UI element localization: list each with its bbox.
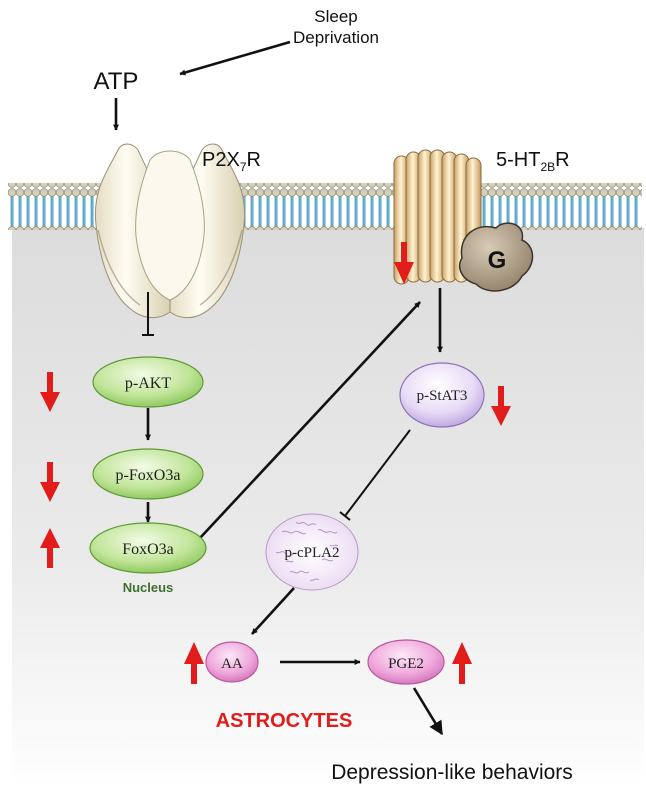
arrow-pcpla2-to-aa	[251, 587, 295, 635]
node-foxo3a: FoxO3a	[89, 522, 207, 574]
node-pcpla2: p-cPLA2	[265, 513, 359, 591]
node-pcpla2-label: p-cPLA2	[285, 545, 340, 561]
up-arrow-foxo3a	[40, 528, 60, 568]
arrow-pge2-to-behavior	[412, 687, 444, 736]
node-pge2-label: PGE2	[388, 656, 424, 672]
down-arrow-ht2br	[394, 242, 414, 284]
node-pakt-label: p-AKT	[125, 375, 171, 392]
node-aa-label: AA	[221, 656, 243, 672]
node-pge2: PGE2	[367, 639, 445, 685]
g-protein: G	[458, 222, 534, 292]
p2x7r-channel	[94, 143, 246, 319]
ht2br-receptor	[393, 149, 482, 285]
ht2br-label-suffix: R	[555, 149, 569, 171]
p2x7r-label-subscript: 7	[240, 160, 247, 174]
node-pfoxo3a-label: p-FoxO3a	[116, 467, 181, 484]
ht2br-label-prefix: 5-HT	[496, 149, 540, 171]
node-pstat3-label: p-StAT3	[417, 388, 468, 404]
p2x7r-label-prefix: P2X	[202, 149, 240, 171]
ht2br-label-subscript: 2B	[540, 160, 555, 174]
atp-label: ATP	[94, 68, 139, 95]
nucleus-label: Nucleus	[123, 580, 174, 595]
p2x7r-label: P2X7R	[202, 149, 261, 174]
outcome-label: Depression-like behaviors	[331, 761, 573, 784]
up-arrow-aa	[184, 642, 204, 684]
inhibit-p2x7r-to-pakt	[142, 292, 154, 336]
cytoplasm-region	[12, 228, 644, 791]
arrow-foxo3a-to-ht2br	[199, 301, 421, 539]
inhibit-pstat3-to-pcpla2	[339, 429, 411, 521]
astrocytes-label: ASTROCYTES	[216, 710, 353, 732]
node-pstat3: p-StAT3	[399, 362, 485, 428]
p2x7r-label-suffix: R	[247, 149, 261, 171]
g-protein-label: G	[488, 247, 507, 274]
down-arrow-pakt	[40, 372, 60, 412]
node-pfoxo3a: p-FoxO3a	[92, 448, 204, 500]
sleep-label-line2: Deprivation	[293, 28, 379, 47]
node-aa: AA	[205, 641, 259, 683]
ht2br-label: 5-HT2BR	[496, 149, 570, 174]
arrow-sleep-to-atp	[179, 40, 291, 76]
node-pakt: p-AKT	[92, 356, 204, 408]
down-arrow-pfoxo3a	[40, 462, 60, 502]
sleep-label-line1: Sleep	[314, 7, 357, 26]
up-arrow-pge2	[452, 642, 472, 684]
down-arrow-pstat3	[491, 386, 511, 426]
node-foxo3a-label: FoxO3a	[122, 541, 174, 558]
